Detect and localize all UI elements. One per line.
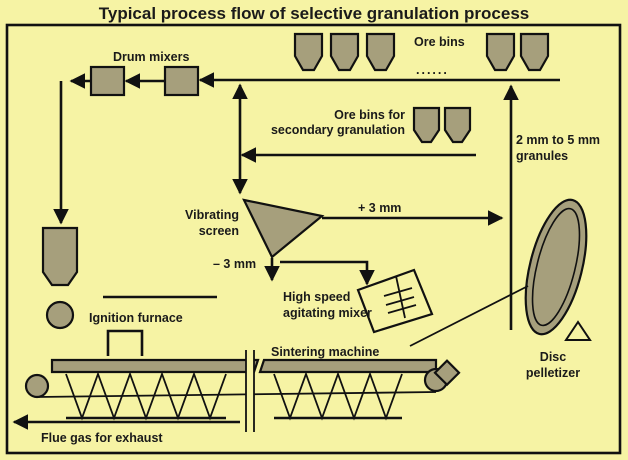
granules-label-line2: granules <box>516 149 568 163</box>
ore-bin <box>365 32 396 72</box>
diagram-title: Typical process flow of selective granul… <box>99 4 530 23</box>
secondary-bins-label-line1: Ore bins for <box>334 108 405 122</box>
ignition-furnace-label: Ignition furnace <box>89 311 183 325</box>
vibrating-screen <box>242 198 325 259</box>
secondary-bins-label-line2: secondary granulation <box>271 123 405 137</box>
ore-bins-ellipsis: ...... <box>416 63 449 77</box>
vibrating-screen-label-line2: screen <box>199 224 239 238</box>
arrow-to-agitating-mixer <box>280 260 375 286</box>
ore-bins-group-right <box>485 32 550 72</box>
flue-gas-label: Flue gas for exhaust <box>41 431 163 445</box>
vibrating-screen-label-line1: Vibrating <box>185 208 239 222</box>
ore-bin <box>485 32 516 72</box>
diagram-frame <box>5 23 622 455</box>
pelletizer-feed-line <box>409 285 529 347</box>
surge-hopper <box>41 226 79 287</box>
ignition-furnace <box>106 329 144 356</box>
agitating-mixer-label-line1: High speed <box>283 290 350 304</box>
ore-bin <box>293 32 324 72</box>
disc-pelletizer-label-line2: pelletizer <box>526 366 580 380</box>
ore-bin <box>329 32 360 72</box>
ore-bins-label: Ore bins <box>414 35 465 49</box>
ore-bins-group-left <box>293 32 396 72</box>
disc-pelletizer-label-line1: Disc <box>540 350 566 364</box>
agitating-mixer-label-line2: agitating mixer <box>283 306 372 320</box>
sintering-machine <box>24 358 461 421</box>
granules-label-line1: 2 mm to 5 mm <box>516 133 600 147</box>
secondary-ore-bin <box>412 106 441 144</box>
plus-3mm-label: + 3 mm <box>358 201 401 215</box>
drum-mixers-label: Drum mixers <box>113 50 189 64</box>
ore-bin <box>519 32 550 72</box>
disc-pelletizer <box>524 198 592 341</box>
minus-3mm-label: – 3 mm <box>213 257 256 271</box>
agitating-mixer <box>356 268 434 334</box>
drum-feeder <box>45 300 75 330</box>
secondary-ore-bin <box>443 106 472 144</box>
drum-mixer-right <box>163 65 200 97</box>
drum-mixer-left <box>89 65 126 97</box>
sintering-machine-label: Sintering machine <box>271 345 379 359</box>
